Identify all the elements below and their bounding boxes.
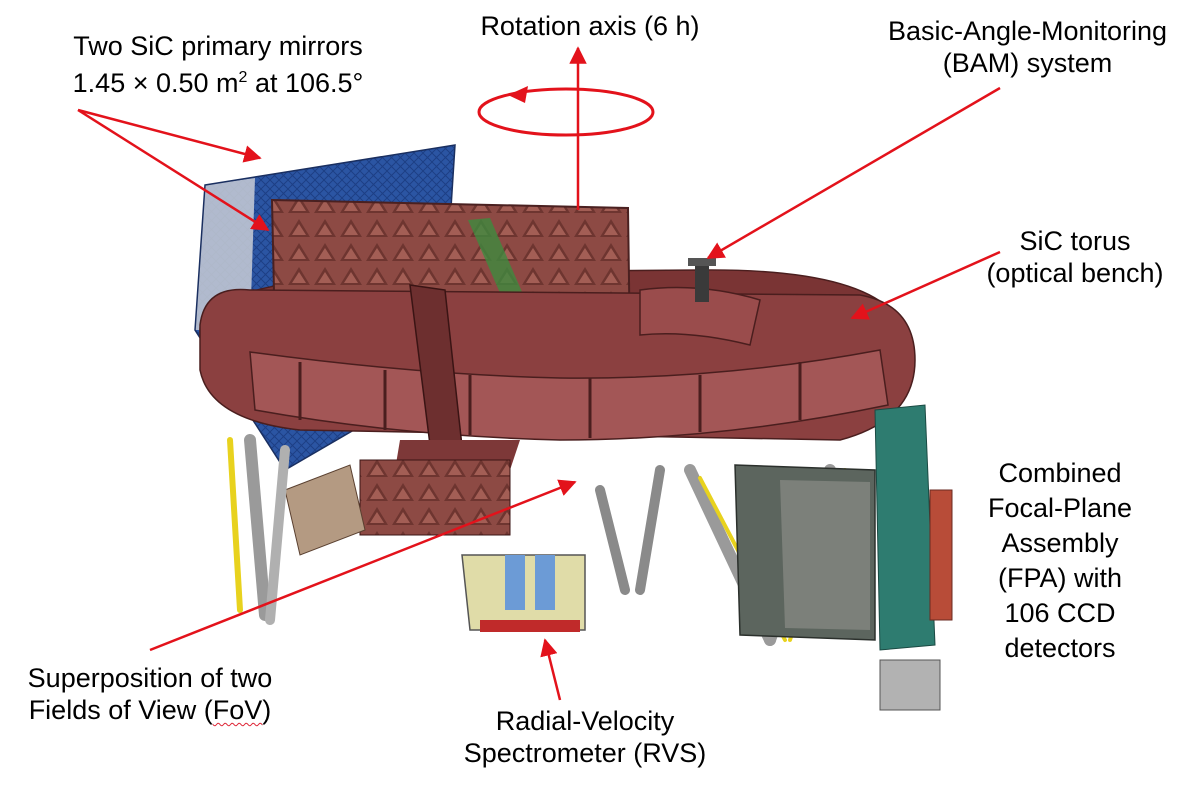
- fov-label: Superposition of two Fields of View (FoV…: [0, 662, 300, 726]
- arrow-torus: [850, 250, 1001, 320]
- fpa-label-line5: 106 CCD: [1004, 598, 1116, 628]
- secondary-mirror-panels: [284, 459, 511, 556]
- bam-label: Basic-Angle-Monitoring (BAM) system: [855, 15, 1200, 79]
- torus-label-line1: SiC torus: [1019, 226, 1131, 256]
- fpa-label: Combined Focal-Plane Assembly (FPA) with…: [960, 456, 1160, 666]
- bam-label-line2: (BAM) system: [942, 48, 1113, 78]
- arrow-rvs: [540, 638, 562, 701]
- rvs-label-line2: Spectrometer (RVS): [463, 738, 707, 768]
- rotation-ellipse: [477, 87, 655, 137]
- arrow-bam: [706, 86, 1001, 260]
- rvs-label: Radial-Velocity Spectrometer (RVS): [420, 705, 750, 769]
- arrow-fov: [149, 479, 577, 652]
- mirrors-label-line1: Two SiC primary mirrors: [73, 31, 363, 61]
- torus-label: SiC torus (optical bench): [955, 225, 1195, 289]
- fpa-unit: [734, 404, 953, 711]
- fov-label-line2: Fields of View (FoV): [0, 694, 300, 726]
- fov-label-prefix: Fields of View (: [28, 695, 213, 725]
- rvs-label-line1: Radial-Velocity: [495, 706, 675, 736]
- arrow-mirror-back: [77, 108, 262, 163]
- fov-label-suffix: ): [262, 695, 272, 725]
- fov-abbrev: FoV: [212, 695, 263, 725]
- mirrors-size: 1.45 × 0.50 m: [72, 68, 239, 98]
- mirrors-size-exponent: 2: [238, 69, 248, 86]
- fpa-label-line1: Combined: [998, 458, 1122, 488]
- mirrors-label: Two SiC primary mirrors 1.45 × 0.50 m2 a…: [28, 30, 408, 99]
- torus-label-line2: (optical bench): [986, 258, 1164, 288]
- bam-component: [688, 258, 716, 302]
- fpa-label-line6: detectors: [1004, 633, 1116, 663]
- annotation-arrows: [77, 46, 1001, 701]
- fov-label-line1: Superposition of two: [27, 663, 273, 693]
- fpa-label-line3: Assembly: [1001, 528, 1119, 558]
- bam-label-line1: Basic-Angle-Monitoring: [887, 16, 1168, 46]
- sic-torus-front: [199, 286, 916, 441]
- rotation-label: Rotation axis (6 h): [440, 10, 740, 42]
- mirrors-label-line2: 1.45 × 0.50 m2 at 106.5°: [28, 62, 408, 99]
- arrow-mirror-front: [77, 108, 270, 232]
- rotation-arrowhead: [508, 86, 528, 103]
- rvs-unit: [461, 554, 586, 632]
- fpa-label-line4: (FPA) with: [997, 563, 1122, 593]
- rotation-label-text: Rotation axis (6 h): [480, 11, 700, 41]
- fpa-label-line2: Focal-Plane: [987, 493, 1133, 523]
- mirrors-angle: at 106.5°: [247, 68, 364, 98]
